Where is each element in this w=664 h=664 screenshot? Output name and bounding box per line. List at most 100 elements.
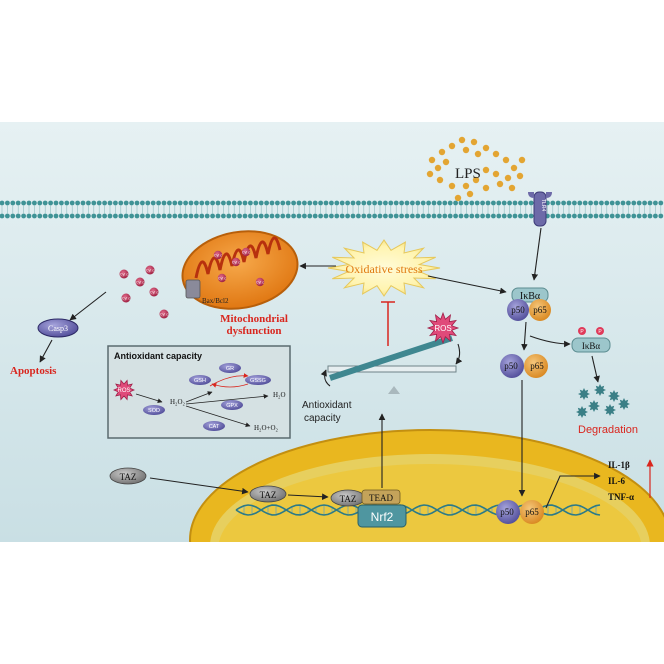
gpx-enzyme [221,400,243,410]
cell-membrane [0,200,664,219]
ikba-phospho-label: IκBα [582,341,601,351]
ikba-capsule [511,287,549,303]
p50-nuclear-label: p50 [500,507,514,517]
ros-burst-small [113,379,135,401]
p65-free [524,354,548,378]
cytc-label: Cyt c [218,277,226,281]
tead-label: TEAD [369,493,393,503]
p50-complex-label: p50 [511,305,525,315]
gssg-label: GSSG [250,378,266,384]
ros-small-label: ROS [117,388,130,394]
bottom-blank [0,542,664,664]
tlr4-receptor [528,191,552,227]
mitochondrion [181,230,299,310]
degradation-label: Degradation [578,424,638,436]
cytc-particle [217,273,227,283]
cytc-label: Cyt c [242,251,250,255]
gr-enzyme [219,363,241,373]
antioxidant-capacity-box [107,345,291,439]
casp3-protein [37,318,79,338]
cytc-particle [119,269,129,279]
cytc-label: Cyt c [256,281,264,285]
tlr4-label: TLR4 [540,199,546,211]
cytc-label: Cyt c [122,297,130,301]
bax-bcl2-label: Bax/Bcl2 [202,297,229,305]
degradation-particle [576,406,588,418]
ikba-phospho-capsule [571,337,611,353]
pathway-arrows [39,227,601,509]
cytc-particle [255,277,265,287]
cytc-particle [241,247,251,257]
degradation-particle [594,384,606,396]
lps-label: LPS [455,166,481,182]
p65-free-label: p65 [530,361,544,371]
antioxidant-capacity-label-1: Antioxidant [302,400,352,411]
gsh-enzyme [189,375,211,385]
taz-cytoplasmic [109,467,147,485]
phosphate-2 [596,327,604,335]
p65-complex-label: p65 [533,305,547,315]
degradation-particle [608,390,620,402]
antioxidant-arrows [135,373,269,428]
taz-nuclear-1-label: TAZ [260,490,277,500]
cytc-label: Cyt c [136,281,144,285]
gsh-label: GSH [194,378,206,384]
gpx-label: GPX [226,403,238,409]
p65-complex [529,299,551,321]
p50-nuclear [496,500,520,524]
degradation-particle [578,388,590,400]
taz-nuclear-2-label: TAZ [340,494,357,504]
cat-enzyme [203,421,225,431]
phosphate-1 [578,327,586,335]
ros-burst-large [426,311,460,345]
mito-title-line2: dysfunction [226,325,281,337]
apoptosis-label: Apoptosis [10,365,57,377]
cytc-particle [149,287,159,297]
antioxidant-capacity-label-2: capacity [304,413,341,424]
oxidative-stress-burst [327,239,441,297]
cytc-label: Cyt c [120,273,128,277]
inhibition-line [381,301,395,346]
cytc-particle [135,277,145,287]
h2o-o2-label: H₂O+O₂ [254,424,279,432]
sod-enzyme [143,405,165,415]
taz-nuclear-1 [249,485,287,503]
taz-cytoplasmic-label: TAZ [120,472,137,482]
degradation-particle [604,404,616,416]
lps-cluster [426,136,526,202]
p50-complex [507,299,529,321]
gr-label: GR [226,366,234,372]
p50-free-label: p50 [504,361,518,371]
cytc-particle [159,309,169,319]
cytc-particle [121,293,131,303]
cytc-in-mitochondria: Cyt c Cyt c Cyt c Cyt c Cyt c [213,247,265,287]
degradation-particle [588,400,600,412]
casp3-label: Casp3 [48,324,68,333]
cytc-label: Cyt c [214,254,222,258]
cat-label: CAT [209,424,220,430]
mito-title-line1: Mitochondrial [220,313,288,325]
ikba-label: IκBα [520,291,541,302]
cytc-label: Cyt c [150,291,158,295]
il6-label: IL-6 [608,476,626,486]
cytc-particle [213,250,223,260]
tead-box [361,489,401,505]
p65-nuclear-label: p65 [525,507,539,517]
seesaw [327,335,457,394]
cytc-label: Cyt c [146,269,154,273]
p50-free [500,354,524,378]
cytc-label: Cyt c [232,261,240,265]
tnfa-label: TNF-α [608,492,634,502]
phosphate-1-label: P [580,329,584,335]
cytc-particle [145,265,155,275]
nrf2-box [357,504,407,528]
bax-bcl2-pore [185,279,201,299]
h2o2-label: H₂O₂ [170,398,186,406]
h2o-label: H₂O [273,391,286,399]
cytc-particle [231,257,241,267]
il1b-label: IL-1β [608,460,630,470]
degradation-particles [576,384,630,418]
phosphate-2-label: P [598,329,602,335]
